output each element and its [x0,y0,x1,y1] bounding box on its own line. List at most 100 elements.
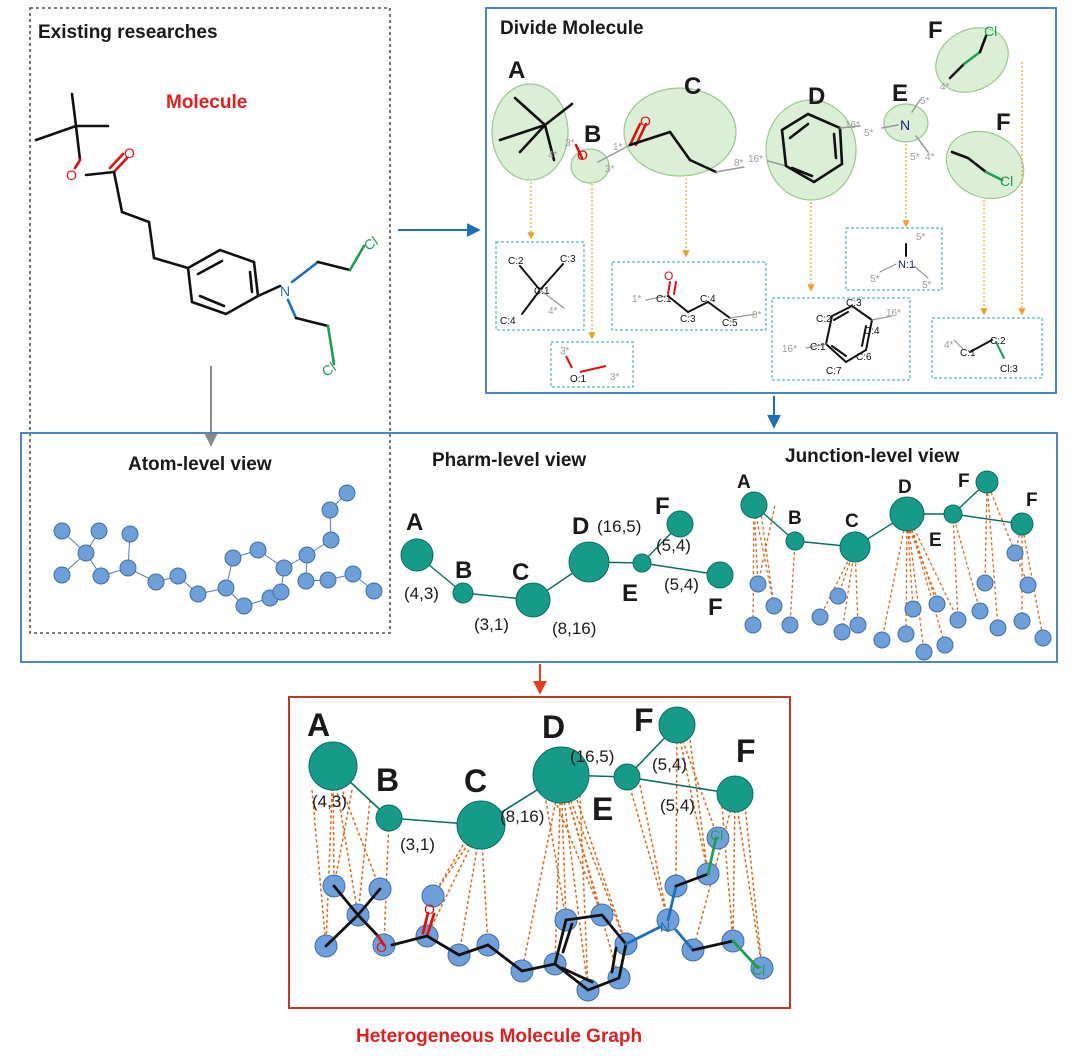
hetero-letter-f-top: F [634,702,654,738]
atom-node [249,541,267,559]
junction-link [909,519,959,621]
divide-molecule-title: Divide Molecule [500,18,644,39]
hetero-graph-frame [288,696,791,1009]
junction-atom-node [971,602,989,620]
atom-node [322,531,340,549]
svg-text:8*: 8* [752,310,762,321]
fragment-letter-e: E [892,80,908,107]
pharm-edge-label-ef2: (5,4) [664,575,699,594]
junction-atom-node [928,595,946,613]
atom-node [235,597,253,615]
junction-node-d [889,496,925,532]
svg-text:3*: 3* [560,346,570,357]
fragment-letter-f-bottom: F [996,109,1011,136]
atom-node [338,484,356,502]
attach-label: 16* [748,154,763,165]
fragment-highlights [491,27,1025,201]
junction-atom-node [989,619,1007,637]
atom-node [53,566,71,584]
pharm-letter-f-top: F [655,493,670,520]
svg-text:C:2: C:2 [990,336,1006,347]
pharm-letter-a: A [406,509,423,536]
atom-node [321,501,339,519]
junction-letter-b: B [788,508,802,529]
fragment-letters: A B C D E F F [508,17,1011,148]
pharm-node-c [515,582,551,618]
attach-label: 8* [734,158,744,169]
hetero-node-b [375,804,403,832]
hetero-nitrogen-label: N [660,919,670,935]
fragment-boxes: C:2 C:3 C:1 C:4 4* 3* O:1 3* [495,227,1043,388]
hetero-node-f-bottom [716,775,754,813]
hetero-link [521,774,562,972]
fragment-connectors [527,62,1026,340]
atom-node [119,559,137,577]
oxygen-label: O [66,167,77,183]
pharm-edge-label-ef1: (5,4) [656,536,691,555]
hetero-link [560,774,589,991]
junction-link [906,513,925,653]
junction-atom-node [897,625,915,643]
junction-atom-node [976,574,994,592]
svg-text:5*: 5* [916,232,926,243]
svg-text:C:3: C:3 [680,314,696,325]
hetero-link [676,724,719,839]
svg-text:C:1: C:1 [534,286,550,297]
junction-link [952,513,981,612]
divided-nitrogen-label: N [900,117,910,133]
atom-node [275,559,293,577]
pharm-letter-c: C [512,559,529,586]
hetero-letter-d: D [542,709,565,745]
pharm-edge-label-ab: (4,3) [404,584,439,603]
attach-label: 3* [605,164,615,175]
atom-node [217,579,235,597]
hetero-letter-a: A [307,707,330,743]
hetero-node-c [456,800,506,850]
svg-text:C:2: C:2 [508,256,524,267]
hetero-link [332,765,335,887]
junction-atom-node [744,616,762,634]
hetero-link [675,724,678,887]
molecule-structure [34,92,366,366]
hetero-letter-e: E [592,791,613,827]
svg-text:C:6: C:6 [856,352,872,363]
existing-research-frame [29,7,391,634]
atom-node [77,544,95,562]
junction-letter-f-bottom: F [1026,490,1038,511]
hetero-link [744,805,763,969]
divided-oxygen-label: O [577,147,588,163]
hetero-oxygen-label: O [376,939,387,955]
hetero-link [639,784,669,921]
attach-label: 5* [920,96,930,107]
attach-label: 5* [910,152,920,163]
svg-text:4*: 4* [944,340,954,351]
hetero-letter-c: C [464,763,487,799]
hetero-skeleton [324,836,760,992]
hetero-link [554,774,562,965]
junction-letter-f-top: F [958,471,970,492]
junction-atom-node [915,643,933,661]
junction-letter-a: A [737,472,751,493]
fragment-box-b: 3* O:1 3* [550,341,634,388]
junction-level-title: Junction-level view [785,446,959,467]
svg-text:C:5: C:5 [722,318,738,329]
divided-chlorine-label-top: Cl [984,23,997,39]
svg-text:C:4: C:4 [700,294,716,305]
fragment-letter-c: C [684,73,701,100]
views-frame [20,432,1058,663]
pharm-letter-f-bottom: F [708,594,723,621]
junction-node-f-top [975,470,999,494]
hetero-link [426,824,482,937]
atom-node [147,573,165,591]
junction-node-b [785,531,805,551]
svg-text:C:4: C:4 [500,316,516,327]
hetero-graph-panel: Heterogeneous Molecule Graph [288,696,791,1047]
fragment-letter-a: A [508,57,525,84]
junction-atom-node [829,587,847,605]
hetero-edge-label-ef1: (5,4) [652,755,687,774]
fragment-letter-b: B [584,121,601,148]
fragment-box-c: O 1* C:1 C:3 C:4 C:5 8* [611,261,767,331]
junction-atom-node [811,608,829,626]
attach-label: 1* [613,142,623,153]
